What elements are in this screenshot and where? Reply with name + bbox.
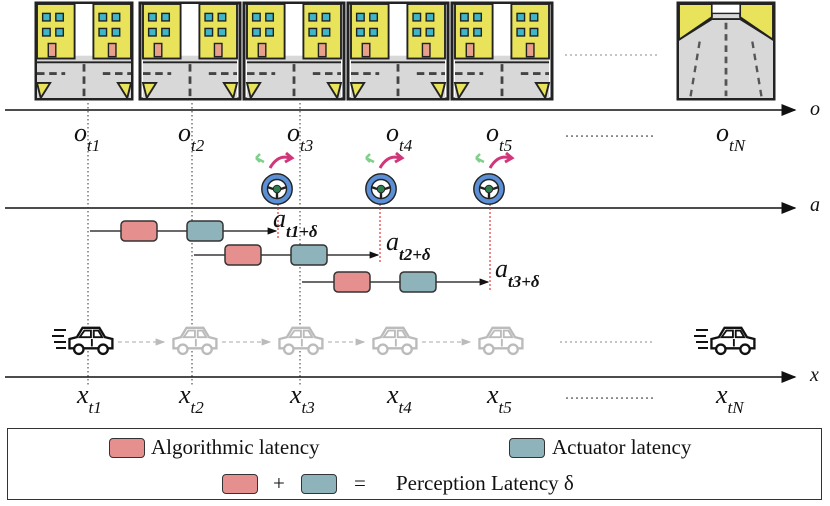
pipeline-3: [302, 271, 490, 293]
obs-label-n: otN: [716, 118, 746, 156]
obs-label-4: ot4: [386, 118, 413, 156]
car-icon: [694, 326, 756, 356]
action-guides: [277, 200, 491, 292]
steering-wheel-icon: [472, 151, 515, 206]
actuator-latency-block: [186, 220, 224, 242]
steering-wheel-icon: [364, 151, 405, 206]
state-label-3: xt3: [290, 380, 315, 418]
obs-label-2: ot2: [178, 118, 205, 156]
algorithmic-latency-label: Algorithmic latency: [151, 435, 320, 459]
obs-label-5: ot5: [486, 118, 513, 156]
equals-sign: =: [354, 471, 366, 495]
actuator-latency-swatch: [509, 438, 545, 458]
state-label-1: xt1: [77, 380, 102, 418]
algorithmic-latency-block: [120, 220, 158, 242]
car-icon: [372, 326, 418, 356]
state-label-5: xt5: [487, 380, 512, 418]
street-scene-icon: [676, 1, 776, 101]
legend: Algorithmic latency Actuator latency + =…: [7, 428, 822, 500]
car-icon: [172, 326, 218, 356]
street-scene-icon: [34, 1, 134, 101]
pipeline-2: [194, 244, 380, 266]
state-ellipsis: ..................: [565, 386, 655, 403]
street-scene-icon: [138, 1, 242, 101]
street-scene-icon: [346, 1, 450, 101]
car-icon: [52, 326, 114, 356]
state-label-4: xt4: [387, 380, 412, 418]
a-axis-label: a: [810, 194, 820, 216]
action-label-2: at2+δ: [386, 227, 431, 265]
plus-sign: +: [273, 471, 285, 495]
obs-label-1: ot1: [74, 118, 101, 156]
latency-pipelines: [90, 220, 490, 293]
car-icon: [478, 326, 524, 356]
o-axis-label: o: [810, 98, 820, 120]
actuator-latency-swatch: [301, 474, 337, 494]
algorithmic-latency-block: [224, 244, 262, 266]
action-label-3: at3+δ: [495, 254, 540, 292]
state-label-n: xtN: [716, 380, 744, 418]
obs-label-3: ot3: [287, 118, 314, 156]
perception-latency-label: Perception Latency δ: [396, 471, 574, 495]
actuator-latency-label: Actuator latency: [552, 435, 692, 459]
state-label-2: xt2: [179, 380, 204, 418]
obs-ellipsis: ..................: [565, 124, 655, 141]
observation-frames: [34, 1, 776, 101]
action-label-1: at1+δ: [273, 204, 318, 242]
vehicle-states: [52, 326, 756, 356]
street-scene-icon: [242, 1, 346, 101]
actions: [255, 151, 515, 206]
car-icon: [278, 326, 324, 356]
steering-wheel-icon: [255, 151, 295, 206]
algorithmic-latency-swatch: [109, 438, 145, 458]
algorithmic-latency-block: [333, 271, 371, 293]
actuator-latency-block: [399, 271, 437, 293]
x-axis-label: x: [810, 364, 819, 386]
street-scene-icon: [450, 1, 554, 101]
pipeline-1: [90, 220, 278, 242]
actuator-latency-block: [290, 244, 328, 266]
algorithmic-latency-swatch: [222, 474, 258, 494]
